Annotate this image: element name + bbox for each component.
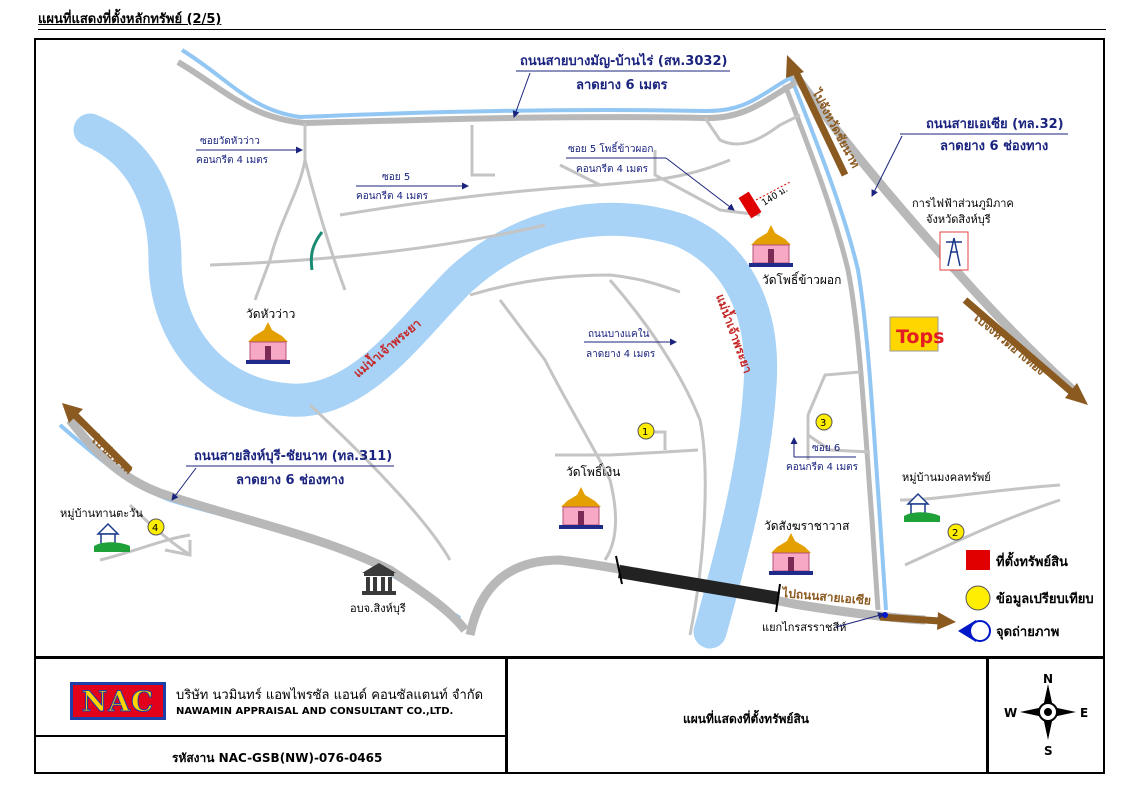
temple-icon xyxy=(246,322,290,364)
temple-icon xyxy=(769,533,813,575)
label-soi-5-surface: คอนกรีต 4 เมตร xyxy=(356,190,429,202)
label-bang-khae-nai: ถนนบางแคใน xyxy=(588,328,650,340)
map-frame xyxy=(34,38,1105,774)
road-singburi-chainat-311 xyxy=(66,417,469,633)
legend: ที่ตั้งทรัพย์สิน ข้อมูลเปรียบเทียบ จุดถ่… xyxy=(958,550,1094,642)
place-wat-pho-khao: วัดโพธิ์ข้าวผอก xyxy=(762,271,841,287)
label-soi-5-pho: ซอย 5 โพธิ์ข้าวผอก xyxy=(568,141,653,155)
place-wat-hua-wang: วัดหัวว่าว xyxy=(246,307,295,321)
footer-top-divider xyxy=(34,656,1105,659)
legend-comparable-label: ข้อมูลเปรียบเทียบ xyxy=(996,591,1094,607)
place-junction: แยกไกรสรราชสีห์ xyxy=(762,621,846,634)
direction-arrow-south-asia xyxy=(962,297,1088,405)
comparable-marker-3[interactable]: 3 xyxy=(815,413,833,431)
compass-w: W xyxy=(1004,706,1017,720)
direction-arrow-west-311 xyxy=(62,403,133,473)
page-title: แผนที่แสดงที่ตั้งหลักทรัพย์ (2/5) xyxy=(38,12,222,27)
nac-logo: NAC xyxy=(70,682,166,720)
place-pea-line2: จังหวัดสิงห์บุรี xyxy=(926,213,991,226)
legend-property-swatch xyxy=(966,550,990,570)
label-road-asia-surface: ลาดยาง 6 ช่องทาง xyxy=(940,139,1048,154)
legend-photo-label: จุดถ่ายภาพ xyxy=(996,625,1059,640)
bridge xyxy=(615,555,781,613)
house-icon xyxy=(904,492,940,522)
power-tower-icon xyxy=(939,231,969,271)
company-name-english: NAWAMIN APPRAISAL AND CONSULTANT CO.,LTD… xyxy=(176,706,454,717)
temple-icon xyxy=(559,487,603,529)
pond xyxy=(309,231,324,271)
place-pea-line1: การไฟฟ้าส่วนภูมิภาค xyxy=(912,197,1014,210)
tops-supermarket: Tops xyxy=(889,316,944,352)
compass-n: N xyxy=(1043,672,1053,686)
place-village-tawan: หมู่บ้านทานตะวัน xyxy=(60,507,143,520)
temple-icon xyxy=(749,225,793,267)
legend-comparable-swatch xyxy=(965,585,991,611)
label-soi-wat-hua-wang-surface: คอนกรีต 4 เมตร xyxy=(196,154,269,166)
label-road-311: ถนนสายสิงห์บุรี-ชัยนาท (ทล.311) xyxy=(194,448,392,464)
road-east-ns xyxy=(782,84,881,611)
company-name-thai: บริษัท นวมินทร์ แอพไพรซัล แอนด์ คอนซัลแต… xyxy=(176,688,484,703)
comparable-marker-4[interactable]: 4 xyxy=(147,518,165,536)
compass-e: E xyxy=(1080,706,1088,720)
irrigation-canal-top xyxy=(180,48,791,120)
label-soi-5: ซอย 5 xyxy=(382,172,410,183)
label-road-bangmanoon-surface: ลาดยาง 6 เมตร xyxy=(576,78,668,93)
label-soi-6: ซอย 6 xyxy=(812,443,840,454)
legend-photo-swatch xyxy=(958,620,991,642)
comparable-number: 2 xyxy=(952,528,958,539)
house-icon xyxy=(94,522,130,552)
footer-map-title: แผนที่แสดงที่ตั้งทรัพย์สิน xyxy=(683,712,809,726)
label-bang-khae-nai-surface: ลาดยาง 4 เมตร xyxy=(586,349,656,360)
tops-logo-text: Tops xyxy=(896,326,944,348)
nac-logo-text: NAC xyxy=(81,684,155,718)
job-code: รหัสงาน NAC-GSB(NW)-076-0465 xyxy=(172,751,383,765)
compass-rose: N S W E xyxy=(1004,672,1088,758)
footer-divider-right xyxy=(986,656,989,774)
road-bangmanoon-banrai xyxy=(176,59,797,127)
irrigation-canal-east xyxy=(788,74,888,611)
place-wat-pho-ngern: วัดโพธิ์เงิน xyxy=(566,463,620,479)
photo-point-marker[interactable] xyxy=(882,612,888,618)
label-soi-wat-hua-wang: ซอยวัดหัวว่าว xyxy=(200,136,260,147)
chao-phraya-river xyxy=(73,113,778,649)
label-soi-6-surface: คอนกรีต 4 เมตร xyxy=(786,461,859,473)
minor-roads xyxy=(99,113,1061,636)
distance-measure-line xyxy=(755,181,791,201)
direction-arrow-east-asia xyxy=(879,612,956,630)
place-wat-sangkha: วัดสังฆราชาวาส xyxy=(764,519,850,533)
footer-divider-left xyxy=(505,656,508,774)
comparable-number: 4 xyxy=(152,523,158,534)
label-road-asia: ถนนสายเอเซีย (ทล.32) xyxy=(926,116,1064,132)
place-village-mongkol: หมู่บ้านมงคลทรัพย์ xyxy=(902,471,991,484)
label-road-311-surface: ลาดยาง 6 ช่องทาง xyxy=(236,473,344,488)
subject-property-marker[interactable] xyxy=(738,191,762,219)
compass-s: S xyxy=(1044,744,1053,758)
footer-divider-inner xyxy=(34,735,506,737)
comparable-number: 1 xyxy=(642,427,648,438)
legend-property-label: ที่ตั้งทรัพย์สิน xyxy=(996,551,1068,570)
direction-arrow-north-asia xyxy=(786,55,849,177)
label-road-bangmanoon: ถนนสายบางมัญ-บ้านไร่ (สห.3032) xyxy=(520,52,727,69)
comparable-marker-2[interactable]: 2 xyxy=(947,523,965,541)
title-rule xyxy=(38,29,1106,30)
comparable-number: 3 xyxy=(820,418,826,429)
comparable-marker-1[interactable]: 1 xyxy=(637,422,655,440)
government-building-icon xyxy=(362,563,396,595)
label-soi-5-pho-surface: คอนกรีต 4 เมตร xyxy=(576,163,649,175)
place-district-office: อบจ.สิงห์บุรี xyxy=(350,602,406,615)
